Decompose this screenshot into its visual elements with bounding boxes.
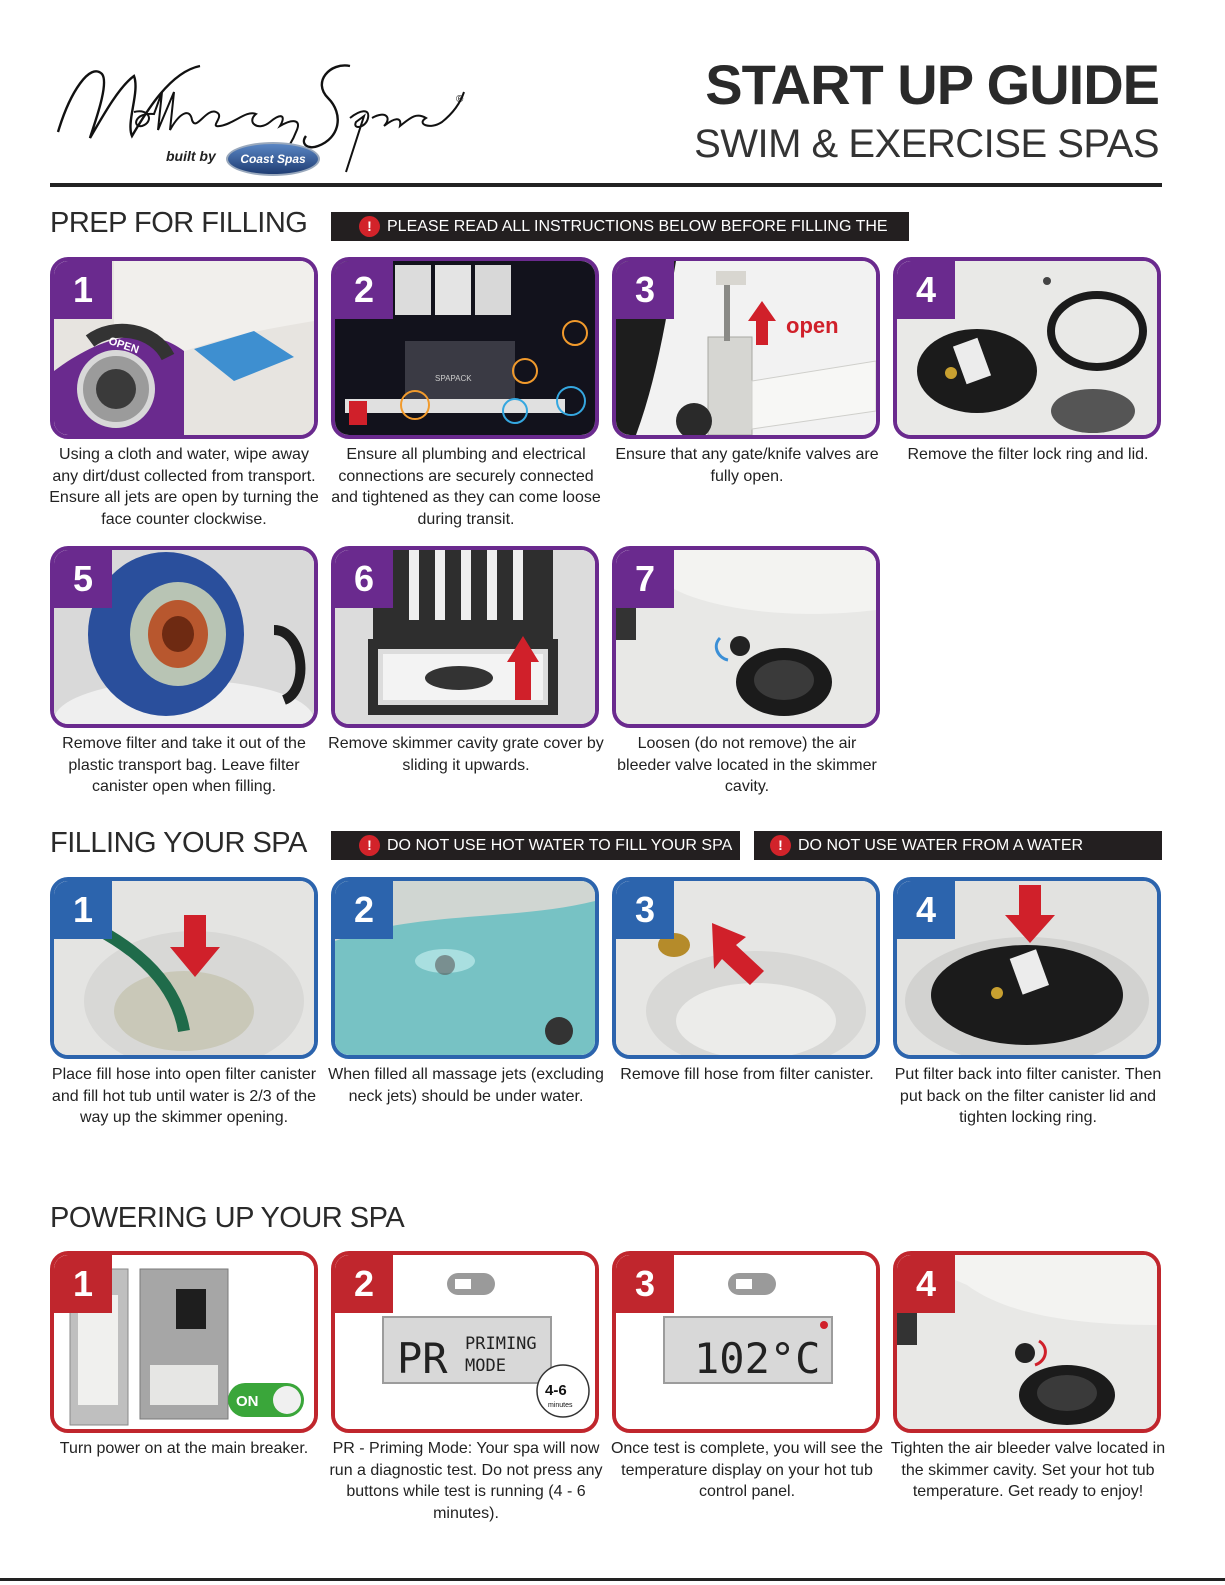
timer-value: 4-6 [545, 1382, 567, 1399]
display-small-line-2: MODE [465, 1356, 506, 1376]
fill-step-3-card: 3 [612, 877, 880, 1059]
section-heading-filling: FILLING YOUR SPA [50, 827, 307, 859]
section-heading-powering: POWERING UP YOUR SPA [50, 1202, 405, 1234]
jet-cleaning-illustration: OPEN [54, 261, 314, 435]
prep-step-3-caption: Ensure that any gate/knife valves are fu… [615, 446, 879, 485]
open-label: open [786, 313, 839, 338]
step-number: 1 [54, 261, 112, 319]
step-number: 7 [616, 550, 674, 608]
fill-step-4-card: 4 [893, 877, 1161, 1059]
filter-cartridge-illustration [54, 550, 314, 724]
power-step-1-caption: Turn power on at the main breaker. [59, 1440, 309, 1457]
filter-lid-illustration [897, 261, 1157, 435]
power-step-4-caption: Tighten the air bleeder valve located in… [890, 1440, 1166, 1500]
coast-spas-badge: Coast Spas [226, 142, 320, 176]
prep-step-2-card: 2 SPAPACK [331, 257, 599, 439]
fill-step-2-caption: When filled all massage jets (excluding … [328, 1066, 604, 1105]
step-number: 3 [616, 261, 674, 319]
warning-icon: ! [359, 835, 380, 856]
warning-banner-no-hot-water: ! DO NOT USE HOT WATER TO FILL YOUR SPA [331, 831, 740, 860]
timer-unit: minutes [548, 1402, 573, 1409]
warning-banner-read-instructions: ! PLEASE READ ALL INSTRUCTIONS BELOW BEF… [331, 212, 909, 264]
prep-step-3-card: 3 open [612, 257, 880, 439]
tighten-bleeder-illustration [897, 1255, 1157, 1429]
power-step-1-card: 1 ON [50, 1251, 318, 1433]
footer-divider [0, 1578, 1225, 1581]
prep-step-6-card: 6 [331, 546, 599, 728]
step-number: 3 [616, 881, 674, 939]
step-number: 5 [54, 550, 112, 608]
spapack-label: SPAPACK [435, 374, 472, 383]
step-number: 6 [335, 550, 393, 608]
warning-banner-no-softener-water: ! DO NOT USE WATER FROM A WATER SOFTENER [754, 831, 1162, 883]
prep-step-1-card: 1 OPEN [50, 257, 318, 439]
display-big-text: PR [397, 1334, 448, 1383]
step-number: 2 [335, 1255, 393, 1313]
warning-text: DO NOT USE HOT WATER TO FILL YOUR SPA [387, 837, 733, 854]
fill-step-2-card: 2 [331, 877, 599, 1059]
warning-icon: ! [770, 835, 791, 856]
on-toggle-label: ON [236, 1393, 259, 1410]
step-number: 2 [335, 261, 393, 319]
page-subtitle: SWIM & EXERCISE SPAS [694, 122, 1159, 166]
prep-step-4-card: 4 [893, 257, 1161, 439]
step-number: 1 [54, 1255, 112, 1313]
step-number: 1 [54, 881, 112, 939]
page-title: START UP GUIDE [705, 53, 1160, 116]
fill-step-3-caption: Remove fill hose from filter canister. [620, 1066, 874, 1083]
step-number: 4 [897, 881, 955, 939]
power-step-3-caption: Once test is complete, you will see the … [610, 1440, 884, 1500]
prep-step-6-caption: Remove skimmer cavity grate cover by sli… [328, 735, 604, 774]
power-step-2-card: 2 PR PRIMING MODE 4-6 minutes [331, 1251, 599, 1433]
prep-step-7-card: 7 [612, 546, 880, 728]
step-number: 4 [897, 1255, 955, 1313]
temperature-readout: 102°C [694, 1334, 820, 1383]
header-divider [50, 183, 1162, 187]
prep-step-2-caption: Ensure all plumbing and electrical conne… [331, 446, 601, 528]
water-jets-illustration [335, 881, 595, 1055]
warning-icon: ! [359, 216, 380, 237]
remove-hose-illustration [616, 881, 876, 1055]
fill-step-1-card: 1 [50, 877, 318, 1059]
wellness-spas-logo: ® [56, 64, 465, 173]
built-by-label: built by [166, 148, 216, 164]
filter-lid-back-illustration [897, 881, 1157, 1055]
step-number: 2 [335, 881, 393, 939]
prep-step-5-caption: Remove filter and take it out of the pla… [62, 735, 306, 795]
power-step-2-caption: PR - Priming Mode: Your spa will now run… [329, 1440, 603, 1522]
step-number: 4 [897, 261, 955, 319]
section-heading-prep: PREP FOR FILLING [50, 207, 308, 239]
prep-step-4-caption: Remove the filter lock ring and lid. [907, 446, 1149, 463]
prep-step-1-caption: Using a cloth and water, wipe away any d… [49, 446, 319, 528]
prep-step-7-caption: Loosen (do not remove) the air bleeder v… [617, 735, 877, 795]
prep-step-5-card: 5 [50, 546, 318, 728]
fill-step-1-caption: Place fill hose into open filter caniste… [51, 1066, 317, 1126]
power-step-4-card: 4 [893, 1251, 1161, 1433]
registered-mark: ® [456, 94, 464, 105]
step-number: 3 [616, 1255, 674, 1313]
fill-step-4-caption: Put filter back into filter canister. Th… [894, 1066, 1162, 1126]
display-small-line-1: PRIMING [465, 1334, 537, 1354]
power-step-3-card: 3 102°C [612, 1251, 880, 1433]
